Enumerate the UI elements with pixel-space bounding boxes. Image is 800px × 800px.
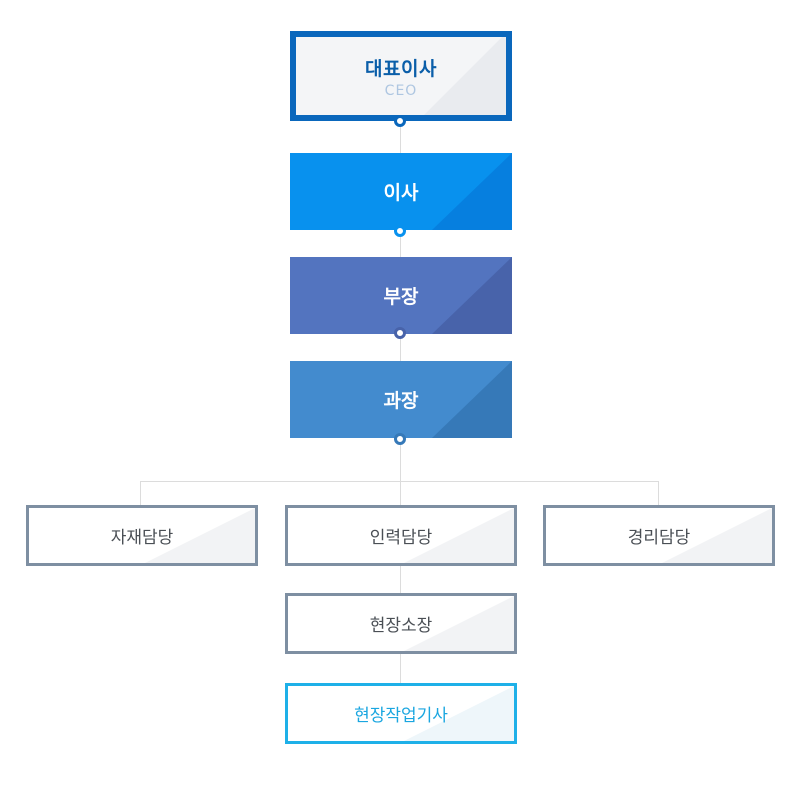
site-manager-node: 현장소장 <box>285 593 517 654</box>
director-title: 이사 <box>383 182 419 204</box>
ceo-title: 대표이사 <box>365 57 437 80</box>
connector-workforce-to-site-chief <box>400 566 401 593</box>
site-manager-title: 현장소장 <box>369 616 433 636</box>
section-chief-connector-dot <box>394 433 406 445</box>
section-chief-title: 과장 <box>383 390 419 412</box>
director-node-accent <box>432 153 512 230</box>
department-title: 경리담당 <box>627 528 691 548</box>
department-node-accent <box>404 508 514 563</box>
ceo-subtitle: CEO <box>384 82 418 99</box>
department-node-accent <box>145 508 255 563</box>
site-engineer-node-accent <box>404 686 514 741</box>
department-node-workforce: 인력담당 <box>285 505 517 566</box>
connector-site-chief-to-engineer <box>400 654 401 683</box>
manager-connector-dot <box>394 327 406 339</box>
department-node-accent <box>662 508 772 563</box>
connector-section-to-branch <box>400 438 401 505</box>
section-chief-node: 과장 <box>290 361 512 438</box>
director-node: 이사 <box>290 153 512 230</box>
manager-node-accent <box>432 257 512 334</box>
connector-branch-left <box>140 481 141 505</box>
department-title: 인력담당 <box>369 528 433 548</box>
department-title: 자재담당 <box>110 528 174 548</box>
site-manager-node-accent <box>404 596 514 651</box>
connector-branch-right <box>658 481 659 505</box>
department-node-materials: 자재담당 <box>26 505 258 566</box>
ceo-connector-dot <box>394 115 406 127</box>
ceo-node: 대표이사 CEO <box>290 31 512 121</box>
manager-node: 부장 <box>290 257 512 334</box>
site-engineer-node: 현장작업기사 <box>285 683 517 744</box>
manager-title: 부장 <box>383 286 419 308</box>
ceo-node-accent <box>424 37 506 115</box>
director-connector-dot <box>394 225 406 237</box>
section-chief-node-accent <box>432 361 512 438</box>
site-engineer-title: 현장작업기사 <box>354 706 448 726</box>
department-node-accounting: 경리담당 <box>543 505 775 566</box>
connector-branch-horizontal <box>140 481 659 482</box>
